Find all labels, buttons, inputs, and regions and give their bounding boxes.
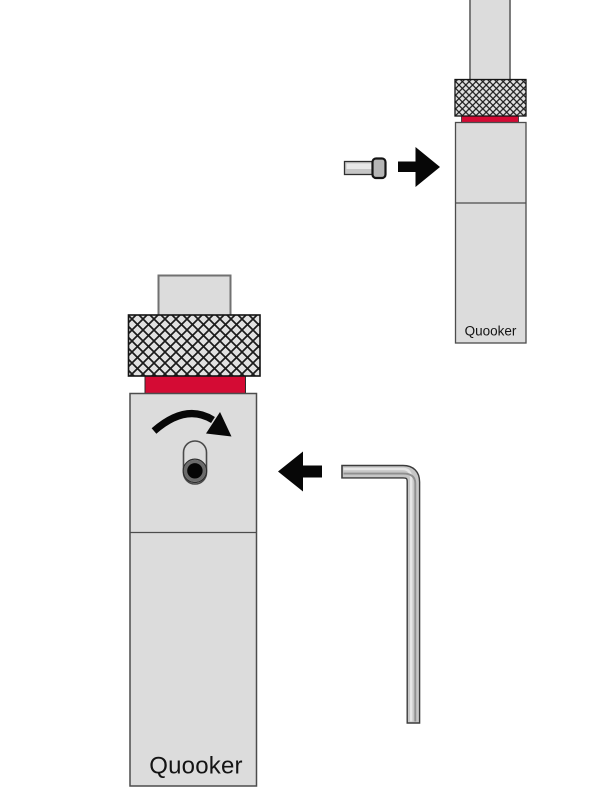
mounting-tube-large [157,274,232,318]
tap-detail-large: Quooker [127,274,261,787]
rotate-arrow-head [206,412,232,437]
rotate-clockwise-arrow-icon [151,410,232,437]
tap-body-small [454,121,527,344]
brand-label-large: Quooker [149,753,242,780]
allen-key-body [342,466,419,723]
arrow-right-icon [398,147,440,187]
mounting-tube-small [469,0,511,81]
hex-socket-hole [183,459,206,482]
knurled-nut-large [127,314,261,377]
screw-slot-outline [182,440,208,485]
brand-label-small: Quooker [465,324,517,339]
tap-detail-small: Quooker [454,0,527,344]
knurled-nut-small [454,78,527,117]
rotate-arrow-arc [151,410,215,434]
set-screw-highlight [346,163,372,169]
hex-socket-hole-rim [182,458,208,484]
set-screw [343,157,387,180]
allen-key-crease [343,472,417,722]
tap-body-large [129,392,258,787]
allen-key-highlight [343,467,413,722]
allen-key-outline [341,464,421,724]
set-screw-head [371,157,387,180]
allen-key [341,464,421,724]
arrow-left-icon [278,451,322,492]
